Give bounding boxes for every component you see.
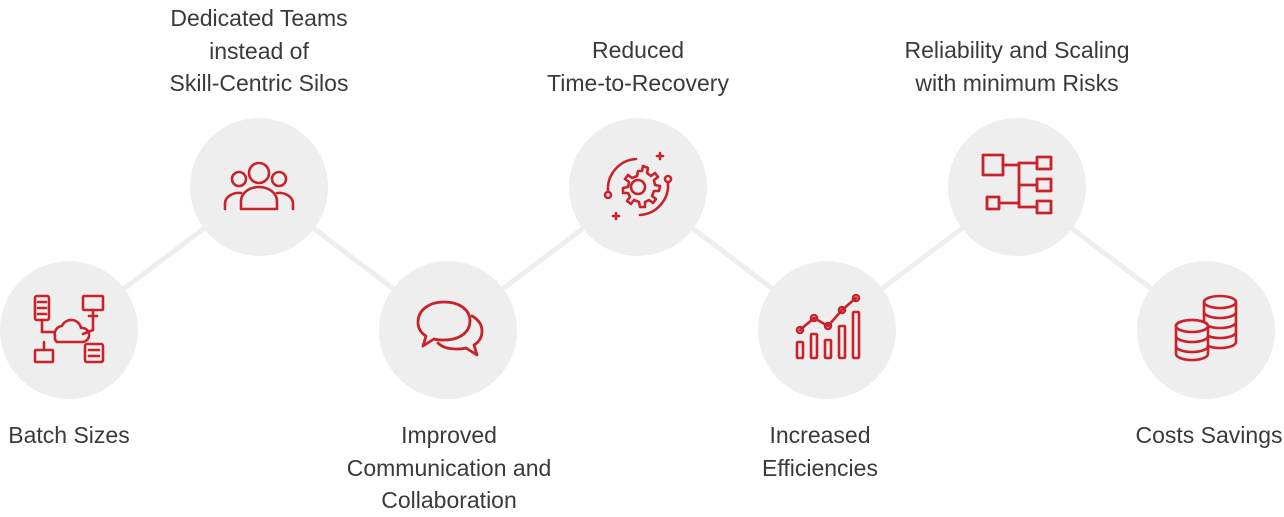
- step-2-label: Dedicated Teams instead of Skill-Centric…: [129, 2, 389, 100]
- step-3-node: [379, 261, 517, 399]
- step-4-label: Reduced Time-to-Recovery: [508, 34, 768, 99]
- step-7-label-line-1: Costs Savings: [1135, 422, 1283, 448]
- step-5-node: [758, 261, 896, 399]
- gear-recovery-icon: [603, 151, 673, 221]
- step-6-label: Reliability and Scaling with minimum Ris…: [887, 34, 1147, 99]
- step-6-node: [948, 118, 1086, 256]
- step-3-label-line-1: Improved: [401, 422, 497, 448]
- step-4-label-line-2: Time-to-Recovery: [547, 69, 729, 96]
- team-people-icon: [223, 161, 295, 211]
- chat-bubbles-icon: [416, 300, 484, 357]
- step-7-node: [1137, 261, 1275, 399]
- network-devices-icon: [33, 294, 105, 364]
- coin-stacks-icon: [1174, 294, 1238, 362]
- step-3-label: Improved Communication and Collaboration: [319, 419, 579, 517]
- step-2-label-line-3: Skill-Centric Silos: [169, 70, 349, 96]
- step-1-node: [0, 261, 138, 399]
- growth-chart-icon: [795, 293, 861, 360]
- hierarchy-scaling-icon: [981, 153, 1053, 215]
- step-1-label: Batch Sizes: [0, 419, 199, 452]
- step-2-label-line-1: Dedicated Teams: [170, 5, 348, 31]
- step-2-node: [190, 118, 328, 256]
- step-5-label: Increased Efficiencies: [690, 419, 950, 484]
- step-6-label-line-2: with minimum Risks: [915, 69, 1119, 96]
- step-1-label-line-1: Batch Sizes: [8, 422, 130, 448]
- step-4-node: [569, 118, 707, 256]
- step-5-label-line-2: Efficiencies: [762, 454, 878, 481]
- step-5-label-line-1: Increased: [769, 422, 871, 448]
- step-2-label-line-2: instead of: [209, 37, 309, 64]
- step-7-label: Costs Savings: [1079, 419, 1284, 452]
- step-3-label-line-3: Collaboration: [381, 487, 517, 513]
- step-3-label-line-2: Communication and: [346, 454, 552, 481]
- step-6-label-line-1: Reliability and Scaling: [904, 37, 1130, 63]
- step-4-label-line-1: Reduced: [591, 37, 685, 63]
